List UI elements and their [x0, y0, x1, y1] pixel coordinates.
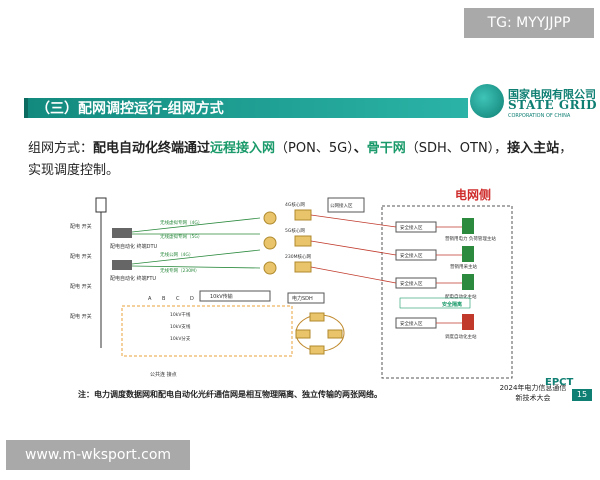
safe-zone-label: 安全隔离	[442, 301, 462, 308]
para-part: ，实现调度控制。	[28, 141, 573, 178]
gateway-label-2: 安全接入区	[400, 252, 423, 259]
watermark-top: TG: MYYJJPP	[464, 8, 594, 38]
epct-logo: EPCT	[545, 377, 574, 388]
core-nodes	[263, 209, 312, 275]
conference-label: 2024年电力信息通信 新技术大会	[478, 383, 588, 403]
terminal-ftu	[112, 260, 132, 270]
sdh-ring: 电力SDH	[287, 292, 345, 355]
wireless-label-1: 无线虚拟专网（5G）	[160, 233, 202, 240]
wireless-labels: 无线虚拟专网（4G） 无线虚拟专网（5G） 无线公网（4G） 无线专网（230M…	[160, 219, 202, 274]
para-highlight: 远程接入网	[210, 141, 276, 156]
master-stations: 营销用电力 负荷管理主站 营销用采主站 配电自动化主站 调度自动化主站	[445, 218, 496, 340]
switch-b: B	[162, 296, 166, 302]
para-part: 组网方式：	[28, 141, 94, 156]
switch-d: D	[190, 296, 194, 302]
watermark-bottom: www.m-wksport.com	[6, 440, 190, 470]
wireless-label-3: 无线专网（230M）	[160, 267, 199, 274]
left-switches: 配电 开关 配电 开关 配电 开关 配电 开关	[70, 197, 107, 348]
bottom-connection-label: 公共连 接点	[150, 371, 177, 378]
switch-labels: A B C D	[148, 296, 194, 302]
conference-line-1: 2024年电力信息通信	[499, 384, 567, 392]
fiber-network: 10kV传输 10kV干线 10kV支线 10kV分支	[121, 290, 293, 357]
para-part: 配电自动化终端通过	[93, 141, 211, 156]
logo-cn-text: 国家电网有限公司	[508, 88, 596, 101]
core-label-2: 230M核心网	[285, 253, 311, 260]
para-part: （PON、5G）	[275, 141, 354, 156]
trunk-links	[310, 214, 462, 324]
para-part: 、	[353, 141, 367, 156]
safe-zone-box	[399, 297, 471, 309]
section-title: （三）配网调控运行-组网方式	[36, 101, 224, 117]
terminal-label-0: 配电自动化 终端DTU	[110, 243, 157, 250]
conference-line-2: 新技术大会	[515, 394, 551, 402]
core-label-1: 5G核心网	[285, 227, 305, 234]
sdh-label: 电力SDH	[292, 295, 313, 302]
core-label-0: 4G核心网	[285, 201, 305, 208]
logo-en-text: STATE GRID	[508, 98, 598, 112]
para-part: 接入主站	[507, 141, 560, 156]
footnote: 注：电力调度数据网和配电自动化光纤通信网是相互物理隔离、独立传输的两张网络。	[78, 390, 382, 399]
gateway-label-3: 安全接入区	[400, 280, 423, 287]
switch-a: A	[148, 296, 152, 302]
otn-label: 10kV传输	[210, 293, 233, 300]
description-paragraph: 组网方式：配电自动化终端通过远程接入网（PON、5G）、骨干网（SDH、OTN）…	[28, 138, 578, 182]
cable-label-2: 10kV分支	[170, 335, 191, 342]
gateway-label-1: 安全接入区	[400, 224, 423, 231]
wireless-links	[131, 217, 261, 269]
left-label-3: 配电 开关	[70, 313, 92, 320]
page-number: 15	[572, 389, 592, 401]
wireless-label-2: 无线公网（4G）	[160, 251, 193, 258]
gateway-label-0: 公网接入区	[330, 202, 353, 209]
master-label-1: 营销用采主站	[450, 263, 477, 270]
master-label-3: 调度自动化主站	[445, 333, 477, 340]
grid-side-label: 电网侧	[455, 188, 492, 202]
left-label-1: 配电 开关	[70, 253, 92, 260]
para-part: （SDH、OTN），	[405, 141, 508, 156]
state-grid-logo-icon	[470, 84, 504, 118]
switch-c: C	[176, 296, 180, 302]
master-region	[381, 205, 513, 379]
left-label-2: 配电 开关	[70, 283, 92, 290]
terminal-label-1: 配电自动化 终端FTU	[110, 275, 156, 282]
wireless-label-0: 无线虚拟专网（4G）	[160, 219, 202, 226]
terminal-dtu	[112, 228, 132, 238]
cable-label-1: 10kV支线	[170, 323, 191, 330]
master-label-2: 配电自动化主站	[445, 293, 477, 300]
master-label-0: 营销用电力 负荷管理主站	[445, 235, 496, 242]
para-highlight: 骨干网	[366, 141, 406, 156]
network-diagram: 配电 开关 配电 开关 配电 开关 配电 开关 配电自动化 终端DTU 配电自动…	[70, 197, 513, 379]
left-label-0: 配电 开关	[70, 223, 92, 230]
core-labels: 4G核心网 5G核心网 230M核心网	[285, 201, 311, 260]
logo-sub-text: CORPORATION OF CHINA	[508, 113, 571, 119]
terminals: 配电自动化 终端DTU 配电自动化 终端FTU	[110, 228, 157, 282]
gateway-label-4: 安全接入区	[400, 320, 423, 327]
section-banner: （三）配网调控运行-组网方式	[24, 98, 468, 118]
cable-label-0: 10kV干线	[170, 311, 191, 318]
